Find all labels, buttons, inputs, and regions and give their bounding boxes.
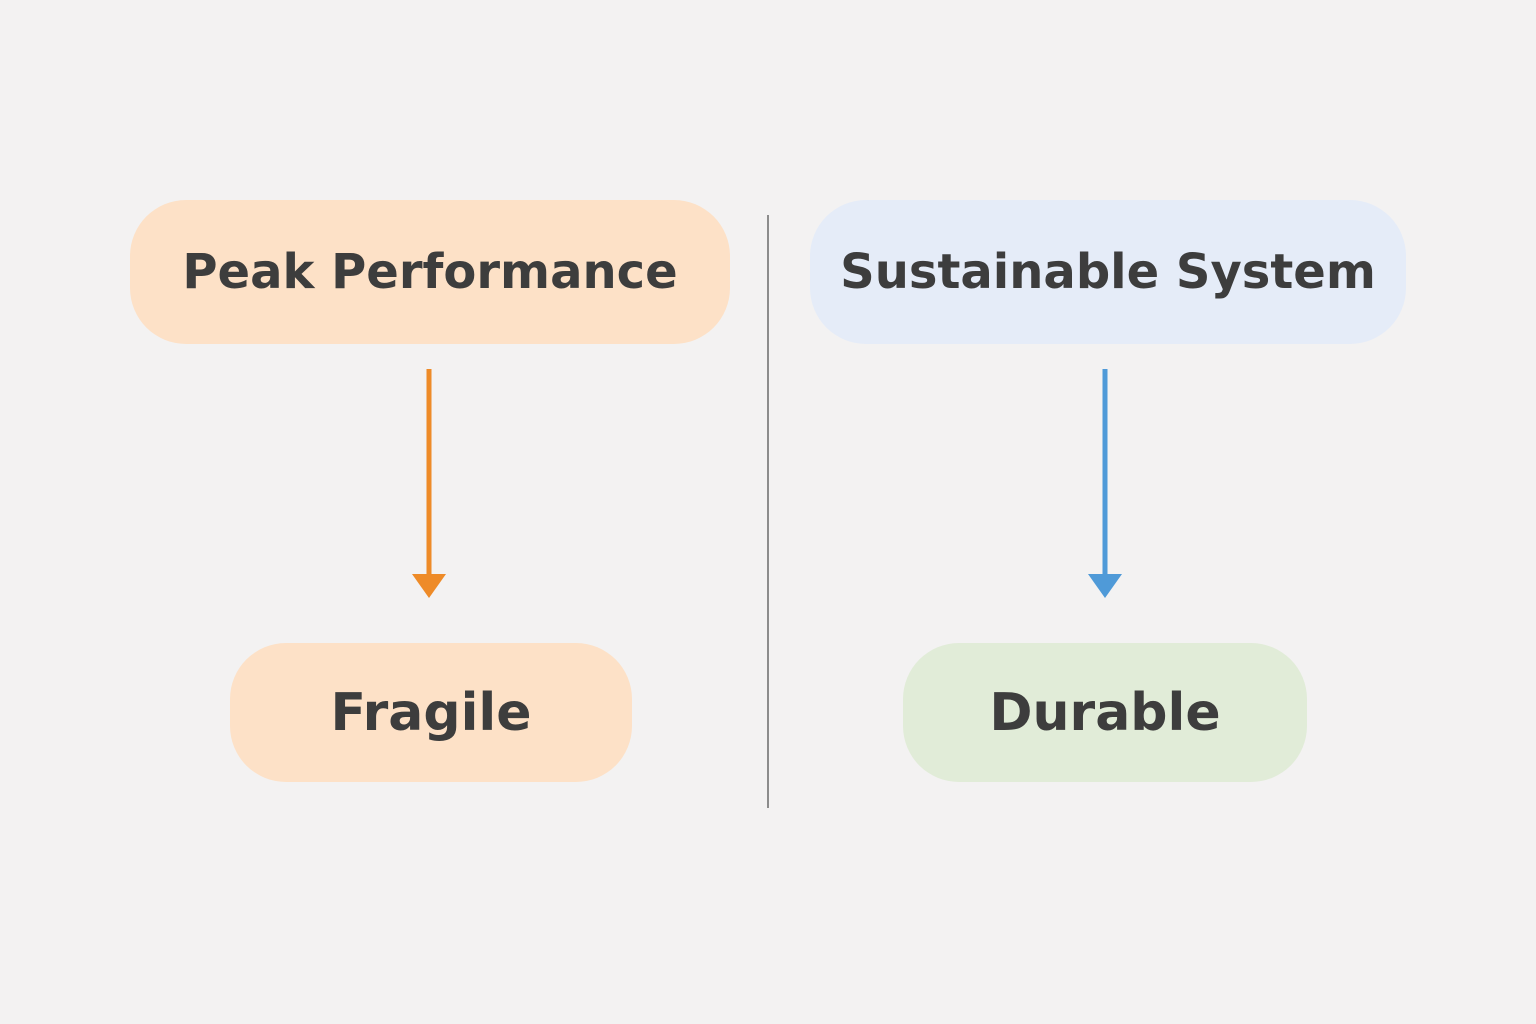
fragile-box: Fragile <box>230 643 632 782</box>
peak-performance-label: Peak Performance <box>182 244 678 300</box>
sustainable-system-box: Sustainable System <box>810 200 1406 344</box>
center-divider <box>767 215 769 808</box>
fragile-label: Fragile <box>330 682 532 743</box>
right-arrow-head <box>1088 574 1122 598</box>
durable-label: Durable <box>989 682 1221 743</box>
left-arrow-head <box>412 574 446 598</box>
durable-box: Durable <box>903 643 1307 782</box>
peak-performance-box: Peak Performance <box>130 200 730 344</box>
sustainable-system-label: Sustainable System <box>840 244 1376 300</box>
